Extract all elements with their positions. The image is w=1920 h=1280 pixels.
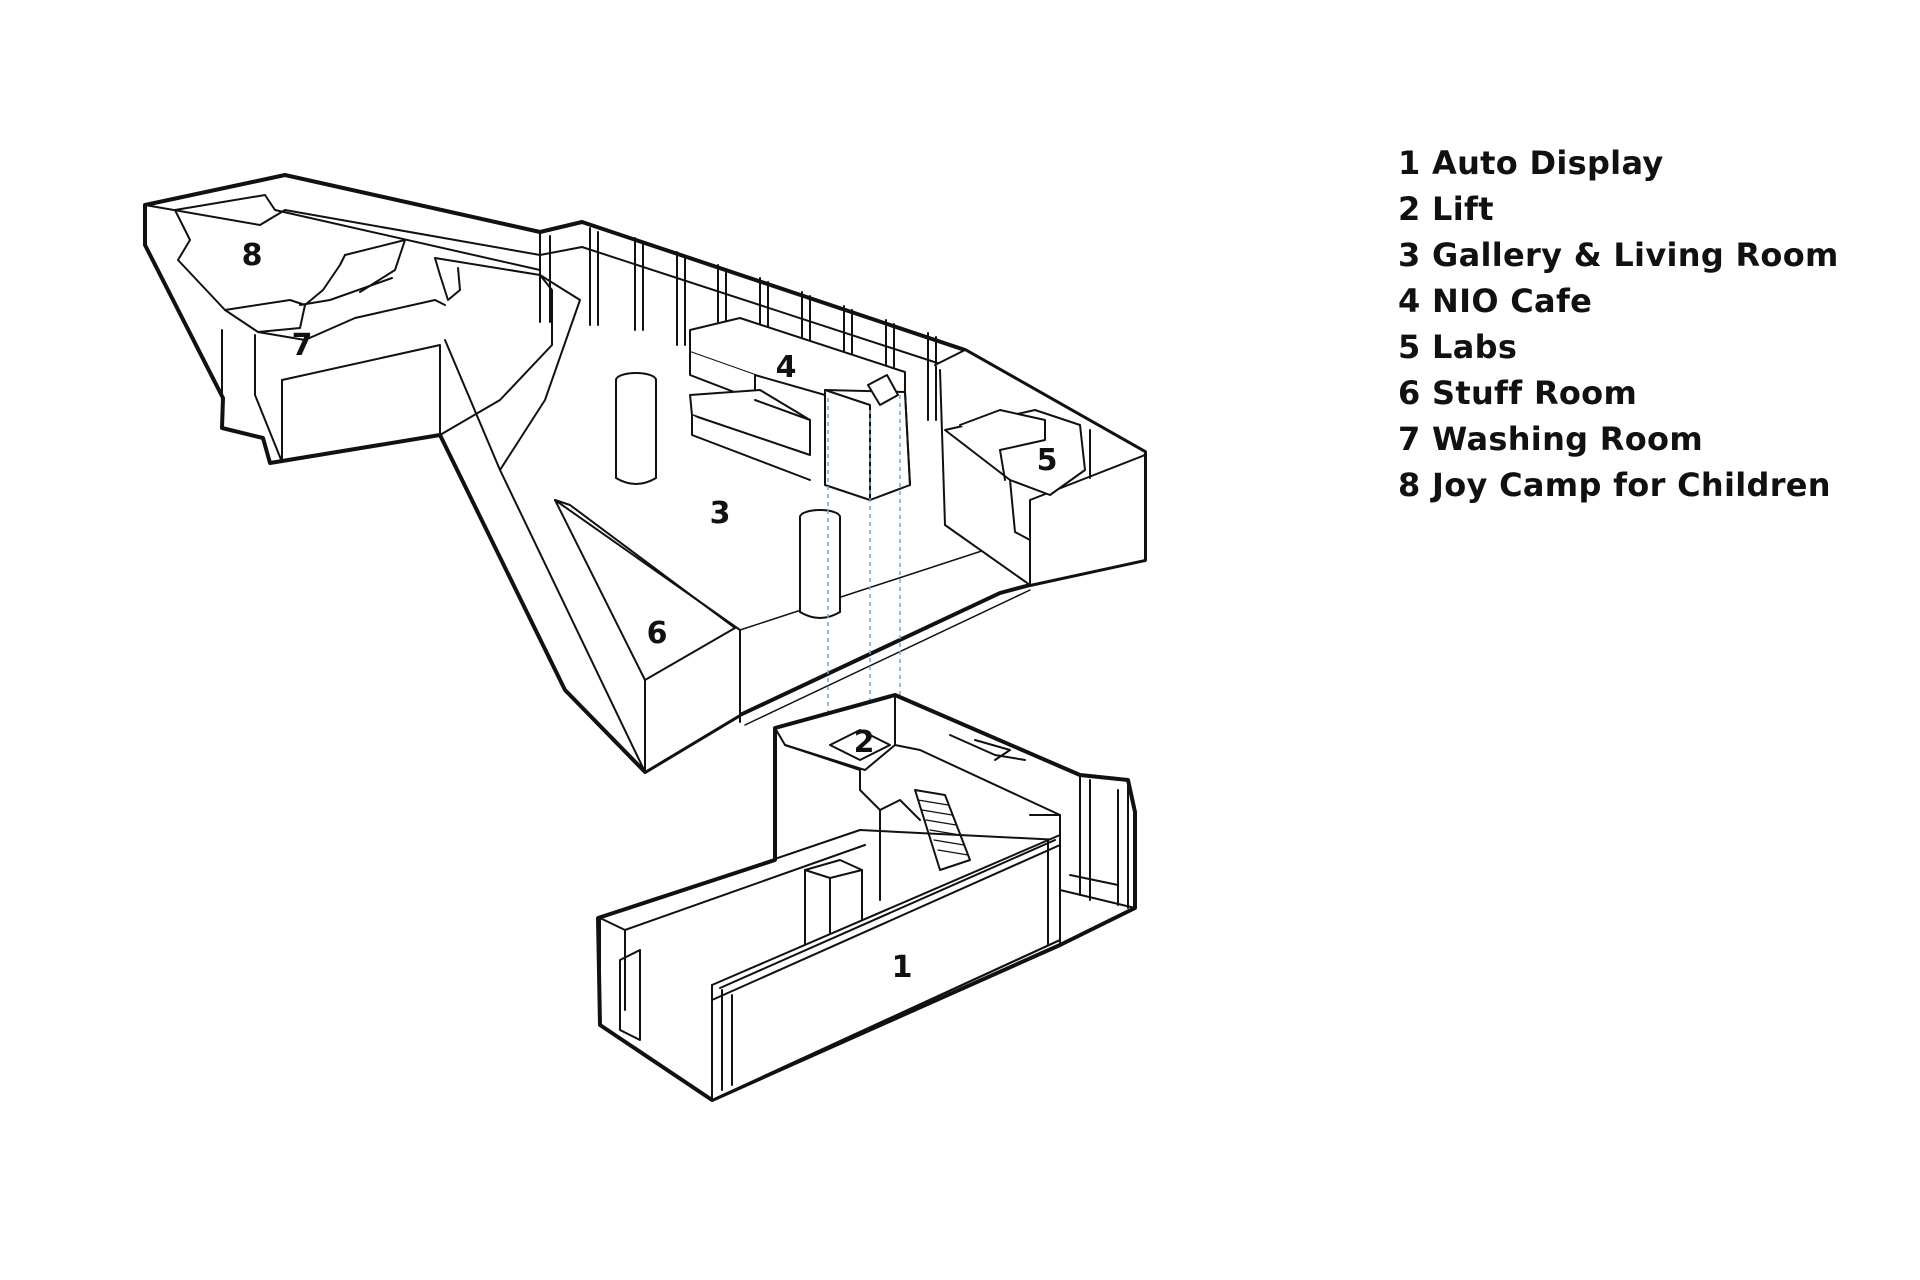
room-label-8: 8 — [242, 238, 263, 273]
legend-item-labs: 5 Labs — [1398, 328, 1518, 366]
legend-item-stuff-room: 6 Stuff Room — [1398, 374, 1638, 412]
upper-floor — [143, 173, 1147, 774]
legend-item-washing-room: 7 Washing Room — [1398, 420, 1703, 458]
cafe-block — [689, 317, 911, 501]
room-label-6: 6 — [647, 616, 668, 651]
display-window-frame — [711, 834, 1061, 1101]
room-labels: 1 2 3 4 5 6 7 8 — [242, 238, 1058, 985]
legend: 1 Auto Display 2 Lift 3 Gallery & Living… — [1398, 140, 1839, 508]
legend-item-lift: 2 Lift — [1398, 190, 1494, 228]
room-label-4: 4 — [776, 350, 797, 385]
legend-item-auto-display: 1 Auto Display — [1398, 144, 1664, 182]
legend-item-cafe: 4 NIO Cafe — [1398, 282, 1593, 320]
lift-guides — [827, 395, 901, 761]
room-label-1: 1 — [892, 950, 913, 985]
room-label-2: 2 — [854, 725, 875, 760]
legend-item-joy-camp: 8 Joy Camp for Children — [1398, 466, 1831, 504]
labs-block — [934, 349, 1146, 586]
legend-item-gallery: 3 Gallery & Living Room — [1398, 236, 1839, 274]
columns — [615, 372, 841, 619]
lower-floor — [596, 693, 1137, 1102]
room-label-7: 7 — [292, 328, 313, 363]
room-label-3: 3 — [710, 496, 731, 531]
room-label-5: 5 — [1037, 443, 1058, 478]
